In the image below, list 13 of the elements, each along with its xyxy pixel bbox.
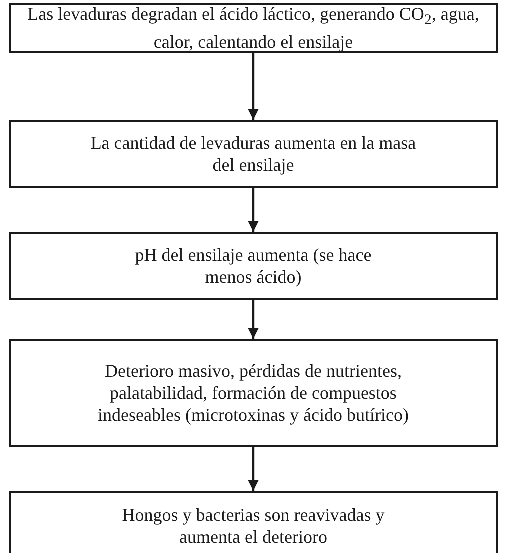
box-text: Hongos y bacterias son reavivadas y aumenta el deterioro bbox=[121, 504, 386, 548]
process-box bbox=[9, 120, 498, 188]
arrow bbox=[248, 447, 259, 491]
box-text: Deterioro masivo, pérdidas de nutrientes, palatabilidad, formación de compuestos indeseables (microtoxinas y ácido butírico) bbox=[97, 360, 410, 426]
process-box bbox=[9, 232, 498, 300]
arrow bbox=[248, 300, 259, 339]
box-text: Las levaduras degradan el ácido láctico, generando CO$_{2}$, agua, calor, calentando el ensilaje bbox=[26, 2, 480, 54]
arrow bbox=[248, 188, 259, 232]
box-text: pH del ensilaje aumenta (se hace menos ácido) bbox=[134, 244, 373, 288]
arrow bbox=[248, 53, 259, 120]
process-box bbox=[9, 339, 498, 447]
box-text: La cantidad de levaduras aumenta en la masa del ensilaje bbox=[90, 132, 418, 176]
process-box bbox=[9, 491, 498, 553]
